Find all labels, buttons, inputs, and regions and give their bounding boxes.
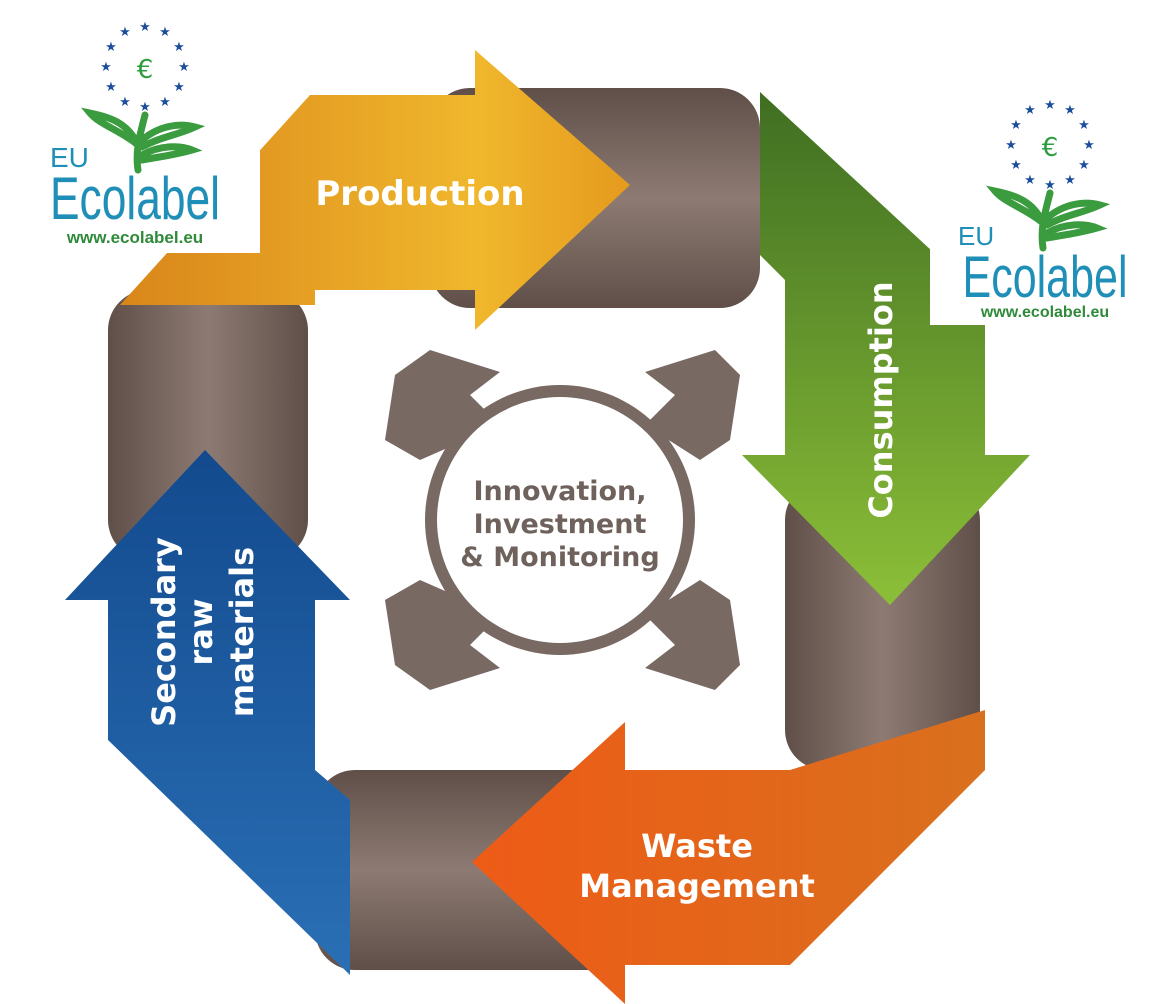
loop-band-left: [108, 290, 308, 560]
center-label-line3: & Monitoring: [460, 542, 659, 573]
svg-text:★: ★: [159, 95, 171, 110]
svg-text:★: ★: [1064, 173, 1076, 188]
svg-text:★: ★: [159, 25, 171, 40]
svg-text:★: ★: [1044, 98, 1056, 113]
waste-label-line2: Management: [579, 867, 815, 905]
logo-background: [10, 5, 260, 253]
eu-ecolabel-logo-right: ★★★ ★★★ ★★★ ★★★ € EU Ecolabel www.ecolab…: [930, 85, 1161, 325]
svg-text:★: ★: [1005, 138, 1017, 153]
logo-ecolabel-text: Ecolabel: [50, 165, 220, 232]
svg-text:★: ★: [119, 25, 131, 40]
logo-eu-text: EU: [958, 221, 994, 251]
svg-text:★: ★: [1024, 103, 1036, 118]
hub-arrow-up-right: [645, 350, 740, 460]
svg-text:★: ★: [1044, 178, 1056, 193]
svg-text:★: ★: [105, 40, 117, 55]
logo-url-text: www.ecolabel.eu: [980, 304, 1109, 321]
production-label: Production: [315, 174, 524, 214]
hub-disc: [437, 397, 683, 643]
flower-stem-icon: [80, 107, 206, 174]
logo-eu-text: EU: [50, 142, 89, 173]
flower-stem-icon: [985, 185, 1111, 252]
logo-url-text: www.ecolabel.eu: [66, 228, 203, 247]
waste-label-line1: Waste: [641, 827, 753, 865]
svg-text:★: ★: [173, 40, 185, 55]
waste-management-arrow: Waste Management: [472, 710, 985, 1004]
svg-text:★: ★: [1010, 118, 1022, 133]
star-ring-icon: ★★★ ★★★ ★★★ ★★★: [100, 20, 190, 115]
svg-text:★: ★: [100, 60, 112, 75]
svg-text:★: ★: [139, 100, 151, 115]
svg-text:★: ★: [1078, 158, 1090, 173]
euro-flower-icon: €: [137, 55, 154, 85]
secondary-label-line2: raw: [182, 599, 220, 666]
secondary-label-line3: materials: [223, 547, 261, 717]
production-arrow: Production: [120, 50, 630, 330]
secondary-label-line1: Secondary: [145, 537, 183, 727]
svg-text:★: ★: [119, 95, 131, 110]
center-hub: Innovation, Investment & Monitoring: [385, 350, 740, 690]
svg-text:★: ★: [1010, 158, 1022, 173]
svg-text:★: ★: [173, 80, 185, 95]
logo-ecolabel-text: Ecolabel: [963, 245, 1128, 310]
svg-text:★: ★: [1024, 173, 1036, 188]
svg-text:★: ★: [178, 60, 190, 75]
center-label-line2: Investment: [474, 509, 647, 540]
svg-text:★: ★: [105, 80, 117, 95]
secondary-raw-materials-arrow: Secondary raw materials: [65, 450, 350, 975]
consumption-label: Consumption: [862, 281, 900, 518]
consumption-arrow: Consumption: [742, 92, 1030, 605]
svg-text:★: ★: [1078, 118, 1090, 133]
svg-text:★: ★: [139, 20, 151, 35]
svg-text:★: ★: [1064, 103, 1076, 118]
svg-text:★: ★: [1083, 138, 1095, 153]
center-label-line1: Innovation,: [473, 476, 646, 507]
euro-flower-icon: €: [1042, 133, 1059, 163]
star-ring-icon: ★★★ ★★★ ★★★ ★★★: [1005, 98, 1095, 193]
hub-arrow-down-right: [645, 580, 740, 690]
eu-ecolabel-logo-left: ★★★ ★★★ ★★★ ★★★ € EU Ecolabel www.ecolab…: [10, 5, 260, 253]
